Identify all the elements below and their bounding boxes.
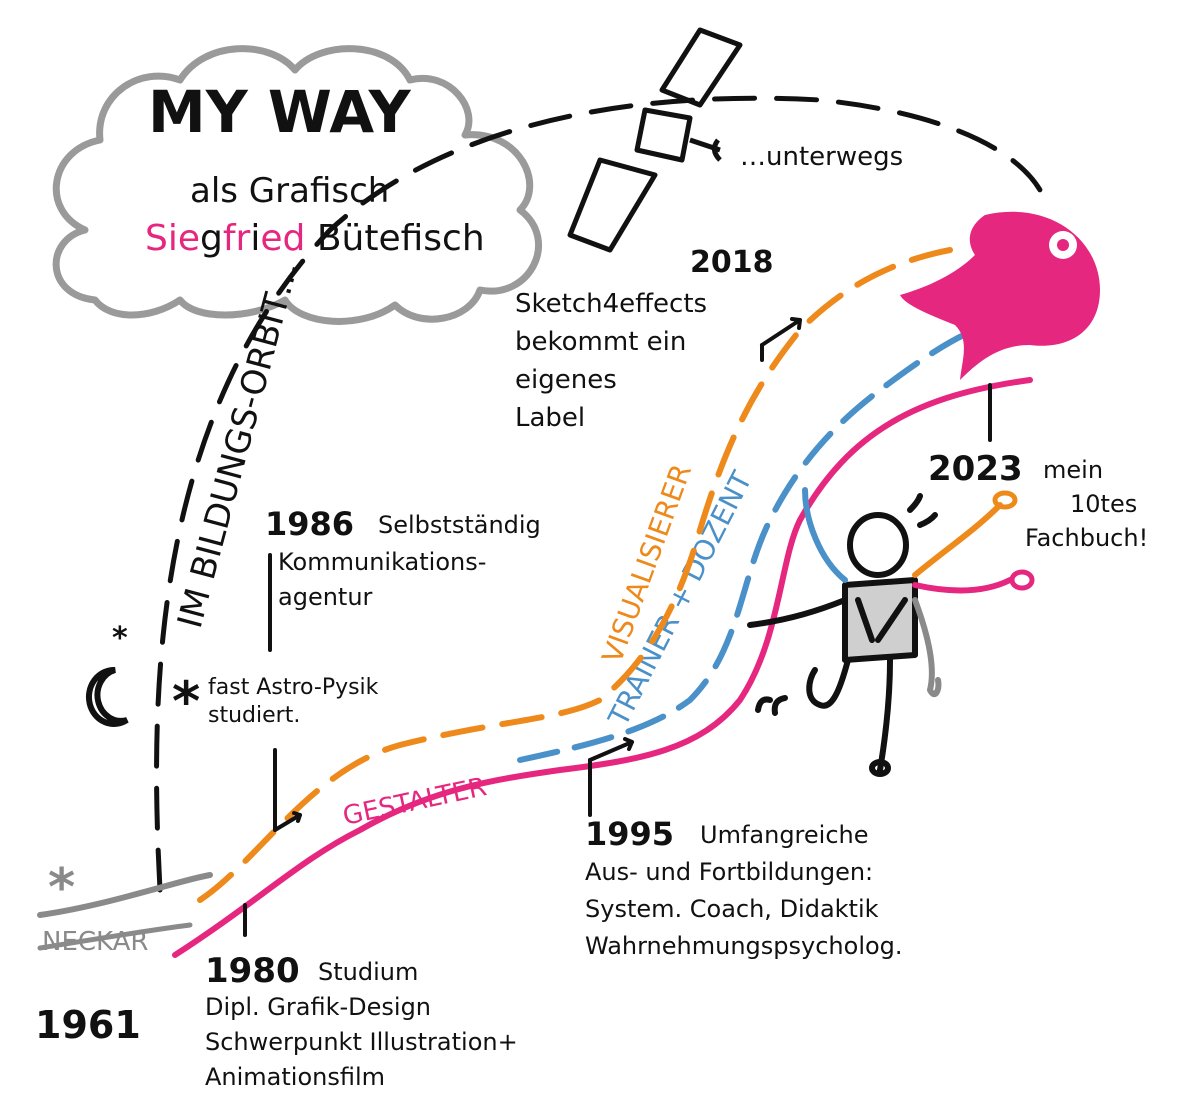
subtitle-name: Siegfried Bütefisch <box>145 218 485 259</box>
e1986-line2: Kommunikations- <box>278 548 486 576</box>
hand-pink <box>1009 569 1035 591</box>
cloud-shape <box>52 45 542 325</box>
e1995-line3: System. Coach, Didaktik <box>585 895 879 923</box>
astro-line1: fast Astro-Pysik <box>208 675 379 700</box>
gestalter-path <box>172 377 1033 958</box>
e1986-line1: Selbstständig <box>378 511 541 539</box>
gestalter-label: GESTALTER <box>340 772 489 832</box>
fish-icon <box>900 211 1100 380</box>
neckar-line <box>37 872 213 918</box>
unterwegs-label: …unterwegs <box>740 142 903 172</box>
person-figure <box>747 493 942 777</box>
year-2018: 2018 <box>690 245 774 280</box>
orbit-path <box>154 95 1043 893</box>
year-1986: 1986 <box>265 505 354 543</box>
main-title: MY WAY <box>148 78 412 146</box>
e1995-line4: Wahrnehmungspsycholog. <box>585 932 903 960</box>
e2023-line1: mein <box>1043 456 1103 484</box>
year-1995: 1995 <box>585 815 674 853</box>
astro-line2: studiert. <box>208 703 300 728</box>
year-1980: 1980 <box>205 951 300 991</box>
e1995-line2: Aus- und Fortbildungen: <box>585 858 873 886</box>
satellite-icon <box>567 27 743 253</box>
e2018-line3: eigenes <box>515 365 617 395</box>
e1980-line4: Animationsfilm <box>205 1063 385 1091</box>
e2023-line3: Fachbuch! <box>1025 524 1148 552</box>
trainer-path <box>517 327 978 763</box>
e2018-line2: bekommt ein <box>515 327 686 357</box>
e2018-line4: Label <box>515 403 585 433</box>
star-icon: * <box>112 621 128 656</box>
hand-orange <box>992 490 1018 510</box>
e1980-line2: Dipl. Grafik-Design <box>205 993 431 1021</box>
e2023-line2: 10tes <box>1070 490 1137 518</box>
year-2023: 2023 <box>928 449 1023 489</box>
e1995-line1: Umfangreiche <box>700 821 869 849</box>
neckar-label: NECKAR <box>42 927 148 957</box>
e1980-line3: Schwerpunkt Illustration+ <box>205 1028 518 1056</box>
e2018-line1: Sketch4effects <box>515 289 707 319</box>
astro-star-icon: * <box>172 670 200 733</box>
year-1961: 1961 <box>35 1003 141 1047</box>
moon-icon <box>85 666 129 727</box>
pointer-lines <box>243 317 992 937</box>
e1986-line3: agentur <box>278 583 373 611</box>
e1980-line1: Studium <box>318 958 418 986</box>
subtitle-line1: als Grafisch <box>190 171 389 211</box>
visualisierer-path <box>197 247 953 903</box>
